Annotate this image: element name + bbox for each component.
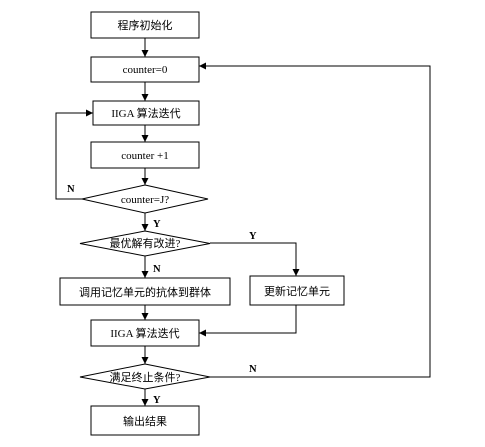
decision-terminate: 满足终止条件? bbox=[79, 363, 211, 390]
edge-improved-yes-to-update bbox=[210, 242, 300, 276]
edge-label-check-no: N bbox=[67, 184, 75, 195]
decision-check-j-label: counter=J? bbox=[121, 194, 169, 206]
edge-update-to-iiga2 bbox=[199, 305, 297, 337]
node-init-label: 程序初始化 bbox=[118, 18, 173, 32]
edge-terminate-no-loop bbox=[199, 62, 431, 378]
edge-label-terminate-no: N bbox=[249, 364, 257, 375]
node-counter-zero-label: counter=0 bbox=[123, 64, 168, 76]
decision-check-j: counter=J? bbox=[81, 184, 209, 214]
decision-improved: 最优解有改进? bbox=[79, 230, 211, 257]
node-output: 输出结果 bbox=[90, 405, 200, 436]
edge-label-improved-yes: Y bbox=[249, 231, 257, 242]
node-counter-inc-label: counter +1 bbox=[121, 150, 168, 162]
edge-label-check-yes: Y bbox=[153, 219, 161, 230]
decision-terminate-label: 满足终止条件? bbox=[110, 370, 181, 384]
node-iiga-2: IIGA 算法迭代 bbox=[90, 319, 200, 347]
node-iiga-1-label: IIGA 算法迭代 bbox=[111, 106, 180, 120]
node-output-label: 输出结果 bbox=[123, 414, 167, 428]
node-iiga-2-label: IIGA 算法迭代 bbox=[110, 326, 179, 340]
node-counter-inc: counter +1 bbox=[90, 141, 200, 169]
node-update-memory-label: 更新记忆单元 bbox=[264, 284, 330, 298]
edge-check-no-loop bbox=[55, 109, 93, 200]
decision-improved-label: 最优解有改进? bbox=[110, 236, 181, 250]
node-update-memory: 更新记忆单元 bbox=[249, 275, 345, 306]
node-iiga-1: IIGA 算法迭代 bbox=[92, 100, 200, 126]
node-call-memory-label: 调用记忆单元的抗体到群体 bbox=[79, 285, 211, 299]
node-counter-zero: counter=0 bbox=[90, 56, 200, 83]
node-init: 程序初始化 bbox=[90, 11, 200, 39]
node-call-memory: 调用记忆单元的抗体到群体 bbox=[59, 277, 231, 306]
edge-label-terminate-yes: Y bbox=[153, 395, 161, 406]
edge-label-improved-no: N bbox=[153, 264, 161, 275]
